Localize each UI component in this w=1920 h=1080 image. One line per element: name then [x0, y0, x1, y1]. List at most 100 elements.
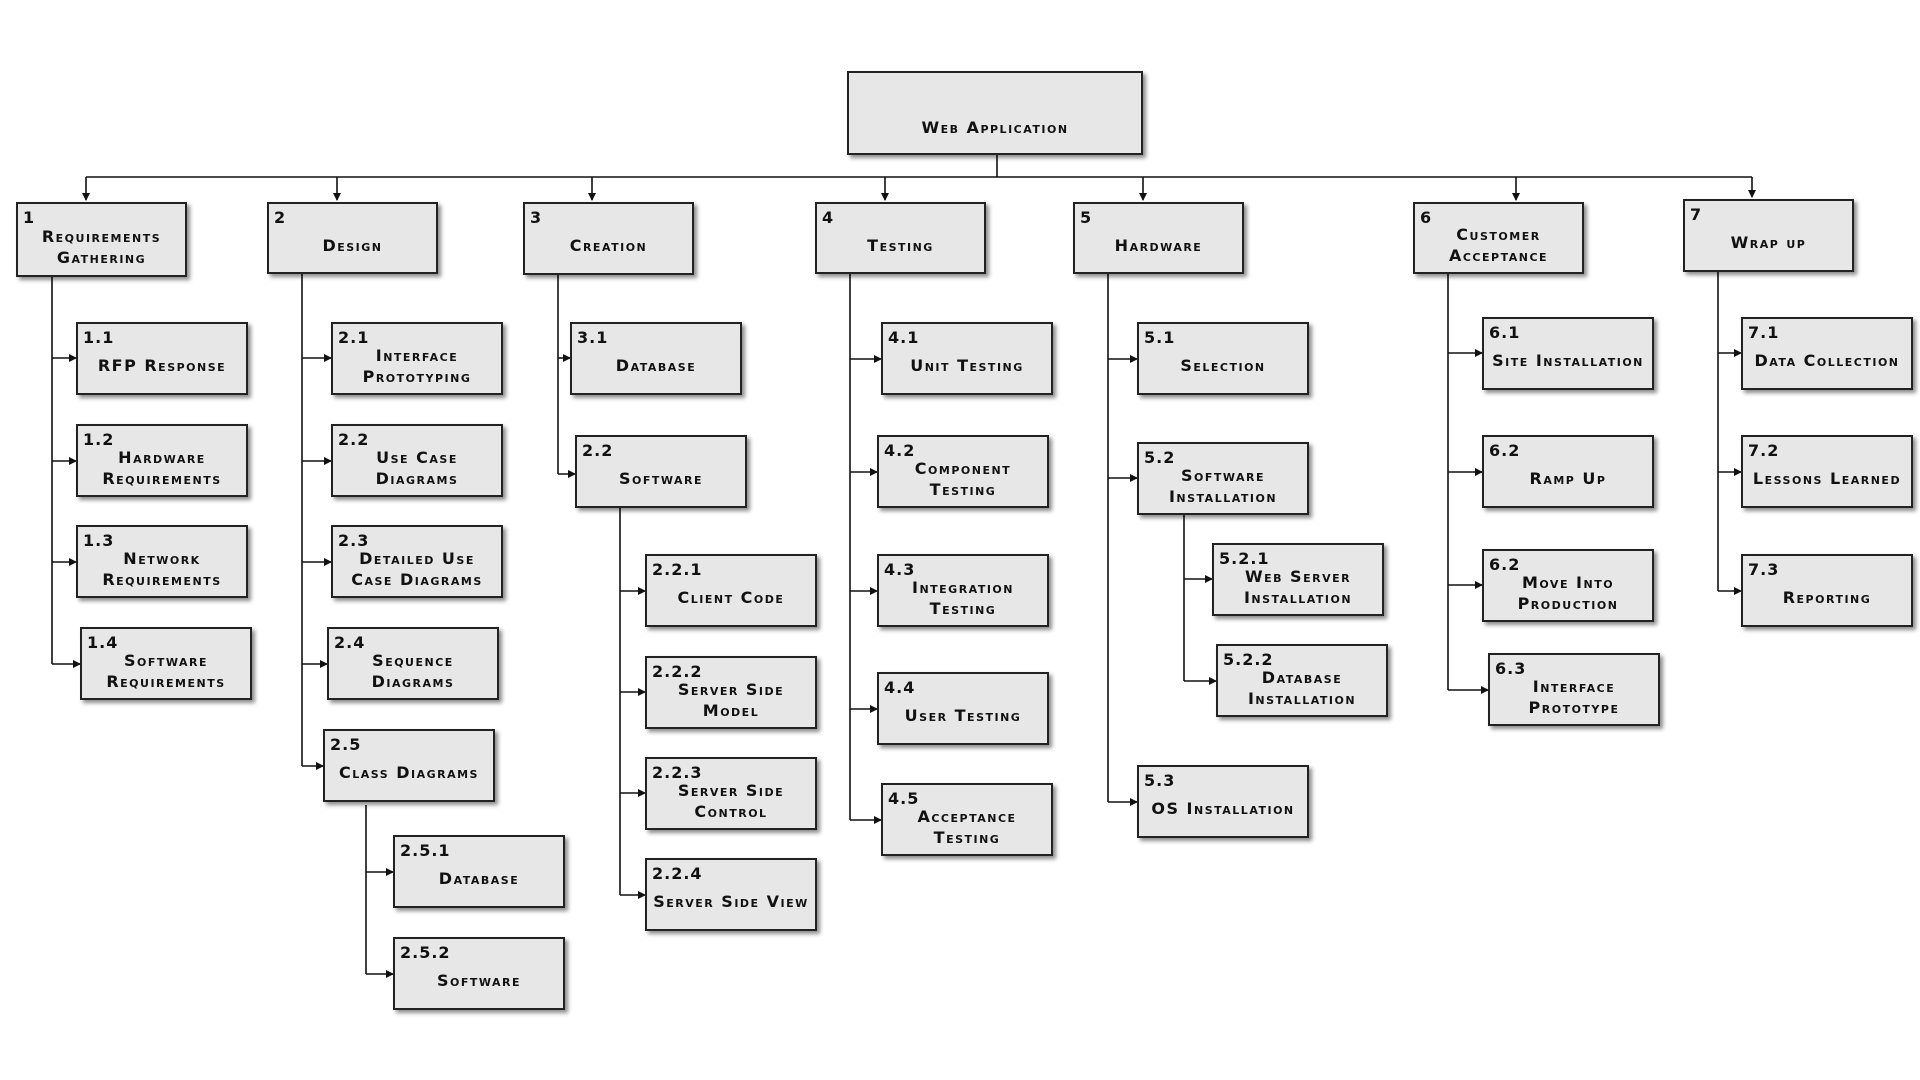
node-4-2-component-testing: 4.2 Component Testing [877, 435, 1049, 508]
node-4-5-acceptance-testing: 4.5 Acceptance Testing [881, 783, 1053, 856]
node-5-2-1-web-server-installation: 5.2.1 Web Server Installation [1212, 543, 1384, 616]
node-label: Customer Acceptance [1448, 225, 1549, 265]
node-7-wrap-up: 7 Wrap up [1683, 199, 1854, 272]
node-number: 2.5 [330, 735, 362, 754]
node-label: Software [618, 469, 704, 488]
node-3-1-database: 3.1 Database [570, 322, 742, 395]
node-number: 6 [1420, 208, 1433, 227]
node-number: 7.1 [1748, 323, 1780, 342]
node-label: Unit Testing [910, 356, 1024, 375]
node-number: 4.1 [888, 328, 920, 347]
node-label: Detailed Use Case Diagrams [351, 548, 483, 589]
node-number: 1.2 [83, 430, 115, 449]
node-number: 2.1 [338, 328, 370, 347]
node-number: 2.2.1 [652, 560, 703, 579]
node-label: Acceptance Testing [917, 806, 1017, 847]
node-number: 5.1 [1144, 328, 1176, 347]
node-number: 6.1 [1489, 323, 1521, 342]
node-label: Ramp Up [1529, 469, 1607, 488]
node-label: Design [322, 235, 383, 255]
node-number: 2.2 [582, 441, 614, 460]
node-label: Sequence Diagrams [371, 650, 455, 691]
node-number: 5.2 [1144, 448, 1176, 467]
node-6-customer-acceptance: 6 Customer Acceptance [1413, 202, 1584, 274]
node-3-creation: 3 Creation [523, 202, 694, 275]
node-number: 2.5.2 [400, 943, 451, 962]
node-5-2-2-database-installation: 5.2.2 Database Installation [1216, 644, 1388, 717]
node-number: 6.2 [1489, 441, 1521, 460]
node-number: 2.3 [338, 531, 370, 550]
node-number: 6.2 [1489, 555, 1521, 574]
node-4-1-unit-testing: 4.1 Unit Testing [881, 322, 1053, 395]
node-number: 4.3 [884, 560, 916, 579]
node-4-testing: 4 Testing [815, 202, 986, 274]
node-label: Database [615, 356, 697, 375]
node-number: 4 [822, 208, 835, 227]
node-label: Software [436, 971, 522, 990]
node-label: Reporting [1782, 588, 1872, 607]
node-5-2-software-installation: 5.2 Software Installation [1137, 442, 1309, 515]
node-5-3-os-installation: 5.3 OS Installation [1137, 765, 1309, 838]
node-number: 2 [274, 208, 287, 227]
node-label: Wrap up [1730, 233, 1807, 252]
node-4-4-user-testing: 4.4 User Testing [877, 672, 1049, 745]
node-label: Move Into Production [1517, 572, 1619, 613]
node-label: Lessons Learned [1752, 469, 1902, 488]
node-number: 2.2.3 [652, 763, 703, 782]
node-2-2-software: 2.2 Software [575, 435, 747, 508]
node-number: 5.2.2 [1223, 650, 1274, 669]
node-number: 5.3 [1144, 771, 1176, 790]
node-number: 1 [23, 208, 36, 227]
node-2-2-2-server-side-model: 2.2.2 Server Side Model [645, 656, 817, 729]
node-label: Software Requirements [106, 650, 226, 691]
node-number: 2.2.4 [652, 864, 703, 883]
node-label: Network Requirements [102, 548, 222, 589]
node-1-1-rfp-response: 1.1 RFP Response [76, 322, 248, 395]
node-2-2-4-server-side-view: 2.2.4 Server Side View [645, 858, 817, 931]
node-number: 3.1 [577, 328, 609, 347]
node-5-hardware: 5 Hardware [1073, 202, 1244, 274]
node-number: 5.2.1 [1219, 549, 1270, 568]
node-label: Database Installation [1247, 667, 1357, 708]
node-2-5-1-database: 2.5.1 Database [393, 835, 565, 908]
node-1-2-hardware-requirements: 1.2 Hardware Requirements [76, 424, 248, 497]
node-number: 2.5.1 [400, 841, 451, 860]
node-label: Selection [1180, 356, 1266, 375]
node-label: Creation [569, 236, 648, 255]
node-number: 5 [1080, 208, 1093, 227]
node-label: Web Application [921, 117, 1069, 137]
node-label: Server Side View [653, 892, 809, 911]
node-6-1-site-installation: 6.1 Site Installation [1482, 317, 1654, 390]
node-2-1-interface-prototyping: 2.1 Interface Prototyping [331, 322, 503, 395]
node-label: Server Side Model [677, 679, 785, 720]
node-label: Data Collection [1754, 351, 1900, 370]
node-number: 1.4 [87, 633, 119, 652]
node-label: Use Case Diagrams [375, 447, 459, 488]
node-label: Software Installation [1168, 465, 1278, 506]
node-2-2-3-server-side-control: 2.2.3 Server Side Control [645, 757, 817, 830]
node-label: Hardware Requirements [102, 447, 222, 488]
node-number: 7 [1690, 205, 1703, 224]
node-2-5-2-software: 2.5.2 Software [393, 937, 565, 1010]
node-1-requirements-gathering: 1 Requirements Gathering [16, 202, 187, 277]
node-label: Database [438, 869, 520, 888]
node-6-2-ramp-up: 6.2 Ramp Up [1482, 435, 1654, 508]
node-1-4-software-requirements: 1.4 Software Requirements [80, 627, 252, 700]
node-2-2-use-case-diagrams: 2.2 Use Case Diagrams [331, 424, 503, 497]
node-number: 2.2 [338, 430, 370, 449]
node-5-1-selection: 5.1 Selection [1137, 322, 1309, 395]
node-7-3-reporting: 7.3 Reporting [1741, 554, 1913, 627]
node-number: 3 [530, 208, 543, 227]
node-web-application: Web Application [847, 71, 1143, 155]
node-number: 4.4 [884, 678, 916, 697]
node-label: Server Side Control [677, 780, 785, 821]
node-6-2-move-into-production: 6.2 Move Into Production [1482, 549, 1654, 622]
node-label: Requirements Gathering [41, 226, 162, 267]
node-label: Class Diagrams [339, 763, 479, 782]
node-7-2-lessons-learned: 7.2 Lessons Learned [1741, 435, 1913, 508]
node-2-2-1-client-code: 2.2.1 Client Code [645, 554, 817, 627]
node-6-3-interface-prototype: 6.3 Interface Prototype [1488, 653, 1660, 726]
node-label: Interface Prototyping [362, 345, 472, 386]
